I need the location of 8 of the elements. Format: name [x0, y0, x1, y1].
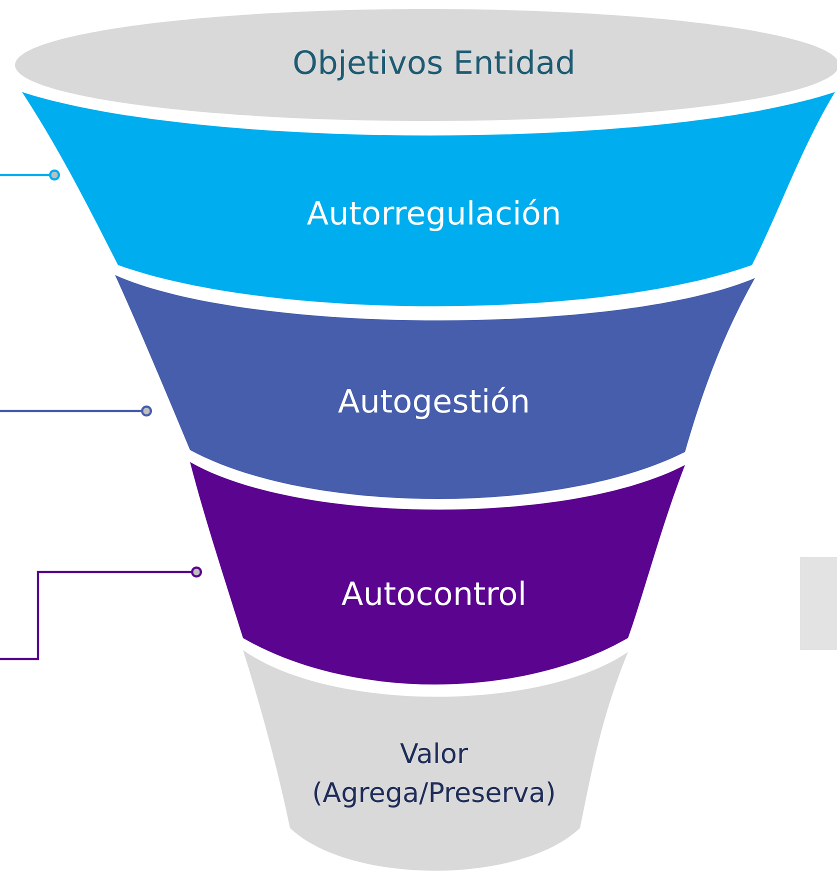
leader-line	[0, 566, 202, 660]
funnel-bottom: Valor (Agrega/Preserva)	[243, 650, 628, 871]
funnel-band: Autorregulación	[22, 92, 835, 306]
box	[800, 557, 837, 650]
leader-line	[0, 170, 60, 180]
funnel-band: Autocontrol	[190, 462, 685, 684]
leader-line	[0, 406, 152, 416]
funnel-band: Autogestión	[115, 275, 755, 499]
